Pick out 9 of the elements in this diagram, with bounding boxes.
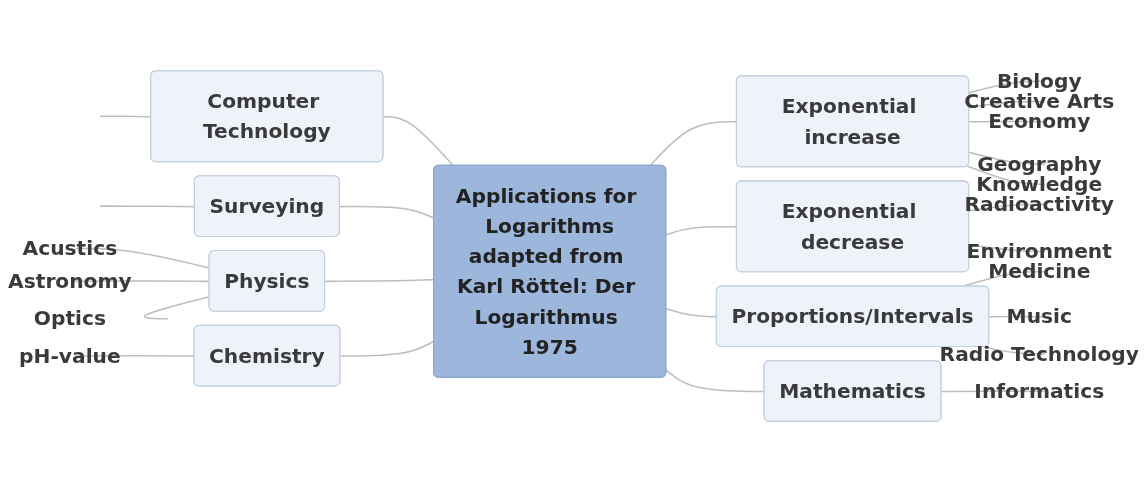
node-text: pH-value bbox=[19, 343, 121, 368]
node-text: Economy bbox=[988, 109, 1091, 134]
node-text: Acustics bbox=[22, 235, 118, 261]
node-text: Astronomy bbox=[8, 268, 132, 293]
node-text: Music bbox=[1006, 304, 1072, 329]
connector bbox=[968, 120, 1046, 123]
node-text: Geography bbox=[977, 151, 1102, 176]
node-text: Informatics bbox=[974, 378, 1105, 404]
node-text: Optics bbox=[33, 306, 106, 331]
